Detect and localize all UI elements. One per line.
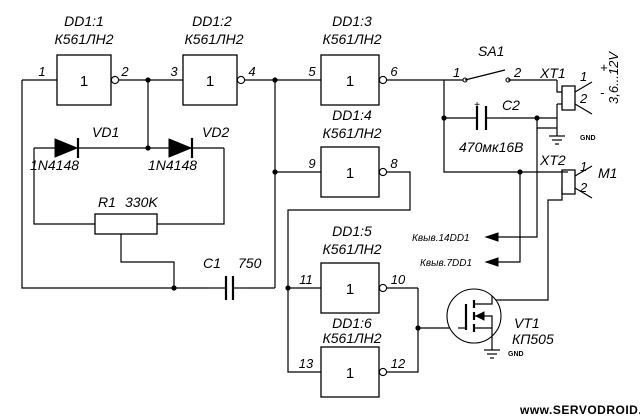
gate-dd1-6-ref: DD1:6 (332, 315, 372, 331)
connector-xt1-ref: XT1 (539, 65, 566, 81)
gate-dd1-6-pin-in: 13 (299, 356, 314, 371)
capacitor-c1-value: 750 (238, 255, 262, 271)
connector-xt1-pin1: 1 (580, 69, 587, 84)
gate-dd1-2-symbol: 1 (206, 73, 214, 90)
transistor-vt1-ref: VT1 (514, 315, 540, 331)
gate-dd1-5-symbol: 1 (346, 281, 354, 298)
gate-dd1-5-pin-in: 11 (299, 272, 313, 287)
ground-vt1: GND (484, 349, 524, 359)
gate-dd1-4-pin-out: 8 (390, 156, 398, 171)
motor-m1-ref: M1 (598, 165, 617, 181)
gate-dd1-5-part: К561ЛН2 (322, 241, 381, 257)
gate-dd1-4-part: К561ЛН2 (322, 125, 381, 141)
gate-dd1-4-ref: DD1:4 (332, 107, 372, 123)
ground-xt1-label: GND (580, 135, 596, 142)
wires (21, 79, 568, 373)
gate-dd1-2: 1 DD1:2 К561ЛН2 3 4 (170, 13, 256, 106)
capacitor-c2-polarity: + (474, 100, 480, 111)
gate-dd1-6: 1 DD1:6 К561ЛН2 13 12 (299, 315, 406, 398)
diode-vd1-ref: VD1 (92, 124, 119, 140)
gate-dd1-3: 1 DD1:3 К561ЛН2 5 6 (308, 13, 398, 106)
ground-vt1-label: GND (508, 351, 524, 358)
resistor-r1-value: 330K (125, 194, 158, 210)
gate-dd1-3-symbol: 1 (346, 73, 354, 90)
ground-xt1: GND (549, 135, 596, 145)
capacitor-c2-ref: C2 (502, 97, 520, 113)
connector-xt2-pin2: 2 (579, 180, 588, 195)
supply-label-pin7: Квыв.7DD1 (420, 258, 472, 269)
supply-label-pin14: Квыв.14DD1 (412, 233, 470, 244)
connector-xt2-ref: XT2 (539, 152, 566, 168)
capacitor-c1: C1 750 (203, 255, 262, 300)
switch-sa1-pin2: 2 (513, 65, 522, 80)
capacitor-c1-ref: C1 (203, 255, 221, 271)
supply-arrows: Квыв.14DD1 Квыв.7DD1 (412, 232, 499, 269)
connector-xt1-minus: - (600, 85, 605, 100)
gate-dd1-4-pin-in: 9 (308, 156, 315, 171)
gate-dd1-1-ref: DD1:1 (64, 13, 104, 29)
gate-dd1-1-pin-out: 2 (120, 64, 129, 79)
gate-dd1-2-pin-out: 4 (248, 64, 255, 79)
gate-dd1-3-part: К561ЛН2 (322, 31, 381, 47)
transistor-vt1: VT1 КП505 (446, 288, 554, 347)
gate-dd1-4-symbol: 1 (346, 165, 354, 182)
gate-dd1-1-symbol: 1 (80, 73, 88, 90)
watermark: www.SERVODROID.ru (510, 401, 640, 419)
connector-xt1: XT1 1 2 + - 3,6...12V (539, 51, 621, 115)
gate-dd1-1-part: К561ЛН2 (54, 31, 113, 47)
capacitor-c2-value: 470мк16В (459, 139, 523, 155)
gate-dd1-3-ref: DD1:3 (332, 13, 372, 29)
switch-sa1-ref: SA1 (478, 43, 504, 59)
diode-vd2-part: 1N4148 (148, 157, 197, 173)
gate-dd1-2-pin-in: 3 (170, 64, 178, 79)
gate-dd1-5: 1 DD1:5 К561ЛН2 11 10 (299, 223, 406, 314)
gate-dd1-6-symbol: 1 (346, 365, 354, 382)
gate-dd1-2-ref: DD1:2 (192, 13, 232, 29)
junctions (145, 77, 540, 331)
gate-dd1-3-pin-in: 5 (308, 64, 316, 79)
connector-xt1-pin2: 2 (579, 91, 588, 106)
gate-dd1-1: 1 DD1:1 К561ЛН2 1 2 (38, 13, 129, 106)
transistor-vt1-part: КП505 (512, 331, 554, 347)
gate-dd1-5-pin-out: 10 (391, 272, 406, 287)
resistor-r1-ref: R1 (98, 194, 116, 210)
connector-xt1-plus: + (600, 60, 608, 75)
connector-xt2: XT2 1 2 M1 (539, 152, 617, 199)
switch-sa1: SA1 1 2 (444, 43, 530, 83)
gate-dd1-6-part: К561ЛН2 (322, 330, 381, 346)
diode-vd2: VD2 1N4148 (148, 124, 229, 173)
diode-vd1: VD1 1N4148 (30, 124, 119, 173)
gate-dd1-6-pin-out: 12 (391, 356, 406, 371)
resistor-r1: R1 330K (94, 194, 158, 235)
connector-xt1-voltage: 3,6...12V (606, 51, 621, 104)
gate-dd1-2-part: К561ЛН2 (184, 31, 243, 47)
gate-dd1-5-ref: DD1:5 (332, 223, 372, 239)
gate-dd1-3-pin-out: 6 (390, 64, 398, 79)
diode-vd2-ref: VD2 (202, 124, 229, 140)
gate-dd1-1-pin-in: 1 (38, 64, 45, 79)
connector-xt2-pin1: 1 (580, 159, 587, 174)
capacitor-c2: + C2 470мк16В (459, 97, 523, 155)
gate-dd1-4: 1 DD1:4 К561ЛН2 9 8 (308, 107, 398, 198)
diode-vd1-part: 1N4148 (30, 157, 79, 173)
switch-sa1-pin1: 1 (453, 65, 460, 80)
watermark-text: www.SERVODROID.ru (519, 403, 640, 417)
